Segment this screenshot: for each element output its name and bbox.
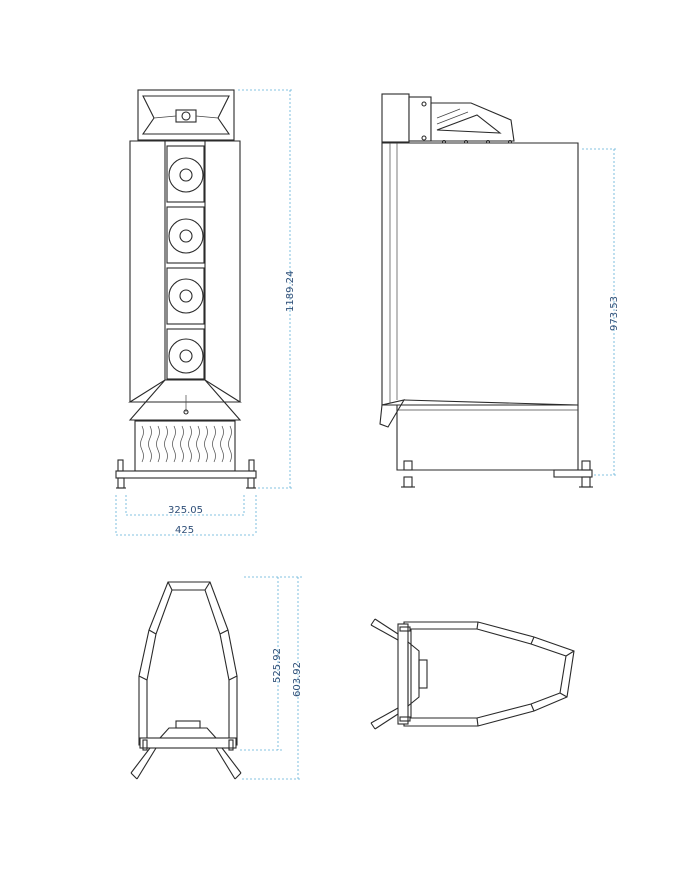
front-view (115, 89, 257, 489)
front-horn (137, 89, 235, 141)
top-view-rotated (370, 618, 575, 730)
front-height-dimension: 1189.24 (238, 89, 296, 489)
top-depth-inner-label: 525.92 (272, 648, 283, 683)
top-view-dimensions: 525.92 603.92 (240, 576, 303, 780)
front-plinth (115, 459, 257, 489)
side-view (379, 93, 593, 488)
front-cabinet (128, 140, 242, 421)
side-cabinet (379, 142, 579, 428)
top-view-plan (130, 581, 242, 780)
side-base (396, 405, 593, 488)
front-inner-width-label: 325.05 (168, 505, 203, 516)
top-depth-outer-label: 603.92 (292, 662, 303, 697)
front-woofers (166, 145, 205, 380)
side-height-label: 973.53 (609, 296, 620, 331)
side-height-dimension: 973.53 (582, 148, 620, 476)
front-width-dimensions: 325.05 425 (115, 495, 257, 536)
front-height-label: 1189.24 (285, 271, 296, 312)
front-base-grille (134, 420, 236, 472)
front-outer-width-label: 425 (175, 525, 194, 536)
side-horn (381, 93, 515, 145)
